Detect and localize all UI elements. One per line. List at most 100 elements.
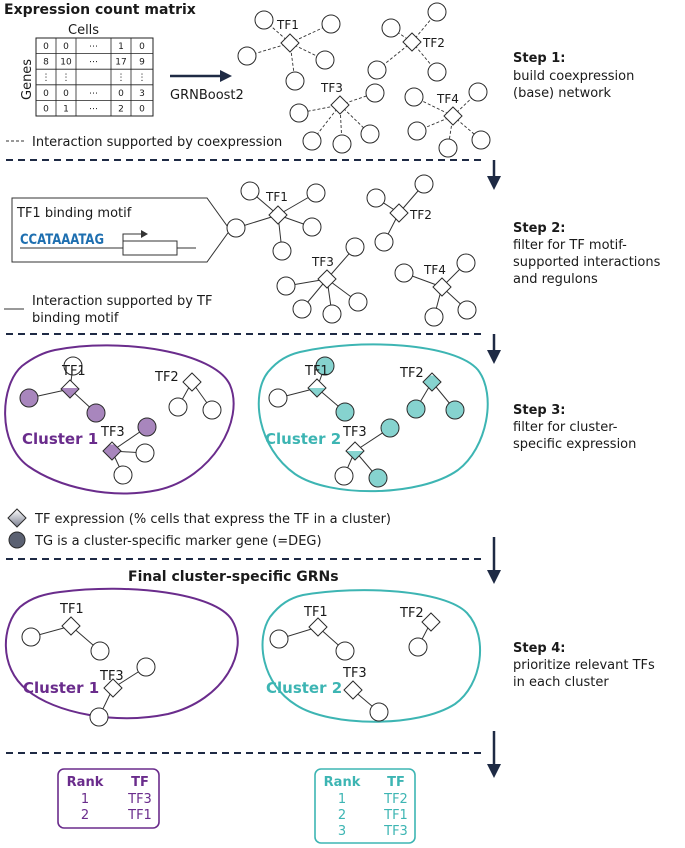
tf-node <box>102 441 122 461</box>
cells-label: Cells <box>68 23 99 38</box>
matrix-cell: 9 <box>139 58 145 68</box>
matrix-cell: ⋯ <box>89 58 98 68</box>
matrix-cell: 17 <box>115 58 126 68</box>
matrix-cell: ⋮ <box>138 73 147 83</box>
matrix-cell: 8 <box>43 58 49 68</box>
tf-node <box>343 680 363 700</box>
rank-tf: TF1 <box>127 808 152 823</box>
rank-header: Rank <box>324 775 361 790</box>
tf-header: TF <box>131 775 149 790</box>
rank-value: 2 <box>338 808 346 823</box>
deg-legend-icon <box>8 531 26 549</box>
tf-label: TF1 <box>265 190 288 204</box>
motif-title: TF1 binding motif <box>16 206 132 221</box>
final-cluster-2-network: TF1 TF2 TF3 <box>269 605 441 722</box>
tf-label: TF3 <box>311 255 334 269</box>
down-arrow-icon <box>487 334 501 364</box>
tf-label: TF3 <box>320 81 343 95</box>
tf-expression-legend-icon <box>7 508 27 528</box>
matrix-cell: 2 <box>118 104 124 114</box>
matrix-cell: ⋯ <box>89 89 98 99</box>
step-4-line: in each cluster <box>513 675 609 690</box>
tf-label: TF2 <box>409 208 432 222</box>
ranking-cluster-1-box <box>57 768 160 829</box>
count-matrix: 0 0 ⋯ 1 0 8 10 ⋯ 17 9 ⋮ ⋮ ⋮ ⋮ 0 0 ⋯ 0 3 … <box>35 37 154 117</box>
tf-node <box>421 612 441 632</box>
tf-node <box>402 32 422 52</box>
tf-node <box>307 378 327 398</box>
final-grn-title: Final cluster-specific GRNs <box>128 569 339 585</box>
grnboost-arrow <box>170 70 232 82</box>
final-cluster-1-outline <box>4 587 239 720</box>
tf-label: TF3 <box>342 666 367 681</box>
matrix-cell: 0 <box>139 42 145 52</box>
matrix-cell: ⋯ <box>89 104 98 114</box>
tf-label: TF4 <box>436 92 459 106</box>
tf-node <box>182 372 202 392</box>
rank-value: 1 <box>81 792 89 807</box>
down-arrow-icon <box>487 160 501 190</box>
tf-node <box>345 441 365 461</box>
gene-box <box>122 240 178 256</box>
rank-value: 2 <box>81 808 89 823</box>
matrix-cell: 3 <box>139 89 145 99</box>
matrix-cell: 0 <box>43 104 49 114</box>
section-1: Expression count matrix Cells Genes 0 0 … <box>4 2 634 158</box>
matrix-cell: 0 <box>43 42 49 52</box>
matrix-cell: 10 <box>60 58 72 68</box>
final-cluster-2-label: Cluster 2 <box>266 679 342 697</box>
rank-value: 1 <box>338 792 346 807</box>
tf-header: TF <box>387 775 405 790</box>
tf-label: TF4 <box>423 263 446 277</box>
down-arrow-icon <box>487 731 501 778</box>
matrix-cell: 0 <box>43 89 49 99</box>
coexpression-legend: Interaction supported by coexpression <box>32 135 282 150</box>
matrix-cell: 0 <box>63 42 69 52</box>
tf-node <box>61 616 81 636</box>
tf-node <box>422 372 442 392</box>
cluster-2-outline <box>257 343 489 493</box>
tf-label: TF2 <box>422 36 445 50</box>
cluster-2-label: Cluster 2 <box>265 430 341 448</box>
rank-tf: TF2 <box>383 792 408 807</box>
matrix-cell: 1 <box>118 42 124 52</box>
tf-label: TF1 <box>59 602 84 617</box>
ranking-cluster-1: Rank TF 1 TF3 2 TF1 <box>57 768 160 829</box>
step-3-line: filter for cluster- <box>513 420 618 435</box>
cluster-1-outline <box>4 344 235 495</box>
ranking-cluster-2: Rank TF 1 TF2 2 TF1 3 TF3 <box>314 768 416 844</box>
cluster-2-network: TF1 TF2 TF3 <box>268 356 465 488</box>
step-2-line: supported interactions <box>513 255 661 270</box>
matrix-cell: 1 <box>63 104 69 114</box>
ranking-cluster-2-box <box>314 768 416 844</box>
down-arrow-icon <box>487 537 501 584</box>
step-1-title: Step 1: <box>513 51 565 66</box>
tf-node <box>103 678 123 698</box>
step-2-title: Step 2: <box>513 221 565 236</box>
tf-node <box>443 106 463 126</box>
section-4: Final cluster-specific GRNs TF1 TF3 Clus… <box>4 569 655 727</box>
tf-label: TF3 <box>99 669 124 684</box>
tf-label: TF2 <box>399 606 424 621</box>
tf-node <box>317 269 337 289</box>
matrix-cell: 0 <box>118 89 124 99</box>
motif-network: TF1 TF2 TF3 <box>226 174 477 327</box>
final-cluster-2-outline <box>261 589 481 723</box>
matrix-cell: 0 <box>63 89 69 99</box>
cluster-1-network: TF1 TF2 TF3 <box>19 356 222 485</box>
section-2: TF1 binding motif CCATAAATAG TF1 <box>4 174 661 327</box>
matrix-cell: ⋯ <box>89 42 98 52</box>
tf-label: TF3 <box>342 425 367 440</box>
matrix-title: Expression count matrix <box>4 2 196 18</box>
rank-tf: TF3 <box>127 792 152 807</box>
method-label: GRNBoost2 <box>170 88 244 103</box>
step-1-line: build coexpression <box>513 69 634 84</box>
tss-arrow-icon <box>141 230 148 238</box>
section-3: TF1 TF2 TF3 Cluster 1 <box>4 343 636 549</box>
deg-legend: TG is a cluster-specific marker gene (=D… <box>34 534 322 549</box>
tf-node <box>268 205 288 225</box>
tf-node <box>60 379 80 399</box>
tf-node <box>280 33 300 53</box>
motif-legend-line: binding motif <box>32 311 119 326</box>
rank-tf: TF1 <box>383 808 408 823</box>
